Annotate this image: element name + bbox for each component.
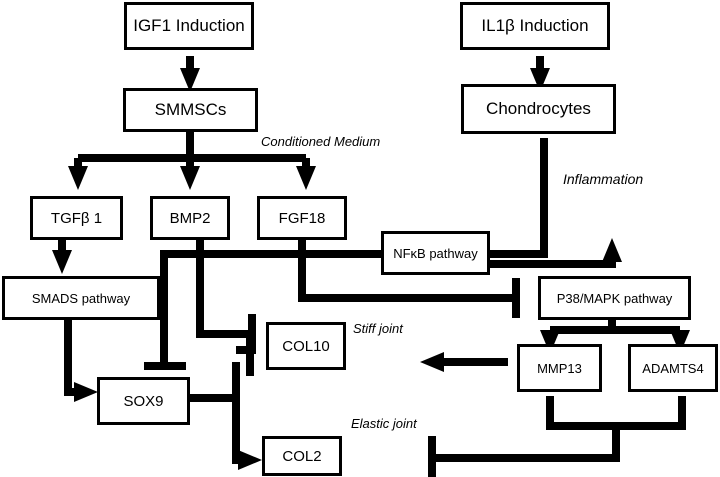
bmp2-box: BMP2: [150, 196, 230, 240]
line-proteases-to-elastic: [428, 396, 686, 477]
line-sox9-split: [186, 362, 240, 460]
conditioned-medium-label: Conditioned Medium: [261, 134, 381, 149]
tgfb1-box: TGFβ 1: [30, 196, 123, 240]
col2-box: COL2: [262, 436, 342, 476]
line-nfkb-to-sox9: [144, 250, 382, 370]
stiff-joint-label: Stiff joint: [353, 321, 403, 336]
line-fgf18-to-p38: [298, 240, 520, 318]
branch-p38: [546, 316, 684, 334]
p38-mapk-pathway-box: P38/MAPK pathway: [538, 276, 691, 320]
arrow-nfkb-to-p38: [486, 238, 622, 268]
line-inflammation: [486, 138, 548, 258]
nfkb-pathway-box: NFκB pathway: [381, 231, 490, 275]
arrow-smads-to-sox9: [64, 318, 98, 402]
col10-box: COL10: [266, 322, 346, 370]
fgf18-box: FGF18: [257, 196, 347, 240]
elastic-joint-label: Elastic joint: [351, 416, 417, 431]
igf1-induction-box: IGF1 Induction: [124, 2, 254, 50]
adamts4-box: ADAMTS4: [628, 344, 718, 392]
mmp13-box: MMP13: [517, 344, 602, 392]
inflammation-label: Inflammation: [563, 171, 644, 187]
smmscs-box: SMMSCs: [123, 88, 258, 132]
chondrocytes-box: Chondrocytes: [461, 84, 616, 134]
il1b-induction-box: IL1β Induction: [460, 2, 610, 50]
tbar-sox9-col10: [236, 334, 254, 376]
smads-pathway-box: SMADS pathway: [2, 276, 160, 320]
sox9-box: SOX9: [97, 377, 190, 425]
